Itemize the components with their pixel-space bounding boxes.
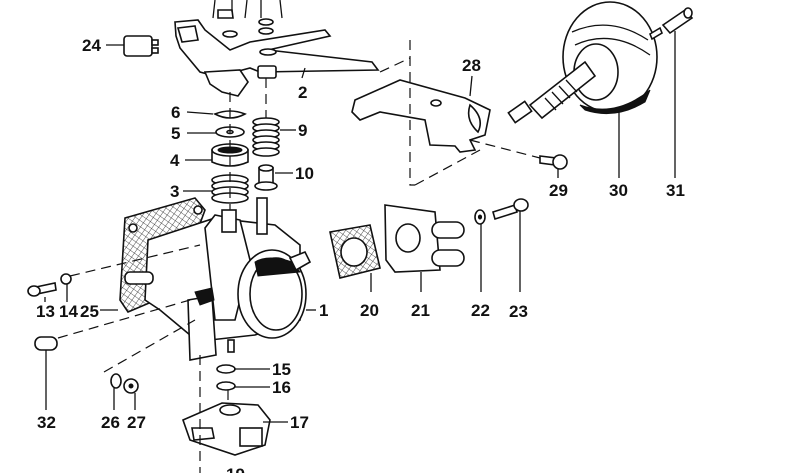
part-13-screw[interactable] [27, 282, 57, 297]
label-22[interactable]: 22 [471, 301, 490, 320]
part-14-nut[interactable] [60, 273, 72, 285]
part-30-vacuum-unit[interactable] [507, 1, 663, 124]
leader-lines [44, 31, 676, 423]
part-16-spring-washer[interactable] [216, 381, 236, 391]
label-25[interactable]: 25 [80, 302, 99, 321]
label-2[interactable]: 2 [298, 83, 307, 102]
part-26-washer[interactable] [110, 373, 122, 389]
part-22-washer[interactable] [474, 209, 486, 225]
part-2-lever-bracket[interactable] [174, 0, 380, 97]
label-31[interactable]: 31 [666, 181, 685, 200]
part-31-cap[interactable] [661, 7, 694, 35]
label-10[interactable]: 10 [295, 164, 314, 183]
label-9[interactable]: 9 [298, 121, 307, 140]
part-10-sleeve[interactable] [254, 164, 278, 191]
part-17-throttle-switch[interactable] [181, 402, 271, 456]
label-6[interactable]: 6 [171, 103, 180, 122]
label-32[interactable]: 32 [37, 413, 56, 432]
label-16[interactable]: 16 [272, 378, 291, 397]
part-labels: 24 2 6 5 4 3 9 10 28 29 30 31 13 14 25 1… [36, 36, 685, 473]
label-1[interactable]: 1 [319, 301, 328, 320]
part-9-spring-small[interactable] [252, 117, 280, 157]
label-3[interactable]: 3 [170, 182, 179, 201]
part-29-screw[interactable] [539, 154, 568, 170]
part-20-gasket[interactable] [329, 224, 381, 279]
label-29[interactable]: 29 [549, 181, 568, 200]
label-14[interactable]: 14 [59, 302, 78, 321]
label-27[interactable]: 27 [127, 413, 146, 432]
part-32-pin[interactable] [34, 336, 58, 351]
part-23-screw[interactable] [492, 198, 529, 221]
label-13[interactable]: 13 [36, 302, 55, 321]
label-23[interactable]: 23 [509, 302, 528, 321]
label-17[interactable]: 17 [290, 413, 309, 432]
label-26[interactable]: 26 [101, 413, 120, 432]
part-28-bracket[interactable] [351, 79, 491, 153]
label-5[interactable]: 5 [171, 124, 180, 143]
label-30[interactable]: 30 [609, 181, 628, 200]
label-28[interactable]: 28 [462, 56, 481, 75]
label-24[interactable]: 24 [82, 36, 101, 55]
part-24-connector[interactable] [123, 35, 159, 57]
label-15[interactable]: 15 [272, 360, 291, 379]
label-19[interactable]: 19 [226, 465, 245, 473]
part-27-nut[interactable] [123, 378, 139, 394]
part-15-washer[interactable] [216, 364, 236, 374]
label-21[interactable]: 21 [411, 301, 430, 320]
label-4[interactable]: 4 [170, 151, 180, 170]
label-20[interactable]: 20 [360, 301, 379, 320]
part-21-connection-flange[interactable] [384, 204, 465, 273]
